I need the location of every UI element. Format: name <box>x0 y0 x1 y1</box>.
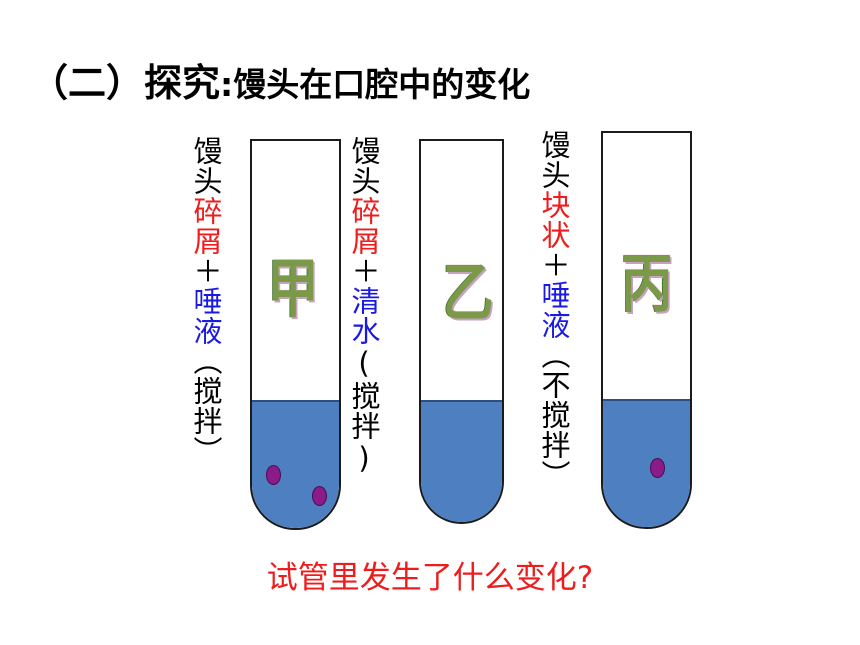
tube-3-particle <box>650 458 665 478</box>
tube-2-label-form: 碎屑 <box>347 196 381 256</box>
title-main: （二）探究 <box>30 61 221 105</box>
tube-1-label-form: 碎屑 <box>189 196 223 256</box>
tube-2-label: 馒头碎屑＋清水(搅拌) <box>347 136 381 476</box>
test-tube-1 <box>250 139 341 530</box>
page-title: （二）探究:馒头在口腔中的变化 <box>30 58 530 108</box>
tube-1-tag: 甲 <box>267 252 319 327</box>
tube-1-label-plus: ＋ <box>189 256 223 286</box>
tube-3-label-form: 块状 <box>537 190 571 250</box>
tube-1-label: 馒头碎屑＋唾液（搅拌） <box>189 136 223 466</box>
tube-1-label-food: 馒头 <box>189 136 223 196</box>
tube-2-label-plus: ＋ <box>347 256 381 286</box>
tube-3-liquid <box>603 399 690 527</box>
test-tube-3 <box>601 131 692 529</box>
question-text: 试管里发生了什么变化? <box>266 560 594 596</box>
tube-1-particle <box>312 486 327 506</box>
tube-1-liquid <box>252 400 339 528</box>
tube-2-label-condition: (搅拌) <box>347 346 381 476</box>
tube-2-label-food: 馒头 <box>347 136 381 196</box>
tube-2-tag: 乙 <box>442 256 494 331</box>
tube-1-particle <box>266 465 281 485</box>
tube-2-liquid <box>421 400 502 522</box>
tube-3-label-plus: ＋ <box>537 250 571 280</box>
tube-3-label-food: 馒头 <box>537 130 571 190</box>
tube-3-tag: 丙 <box>621 247 673 322</box>
tube-3-label: 馒头块状＋唾液（不搅拌） <box>537 130 571 490</box>
test-tube-2 <box>419 139 504 524</box>
tube-1-label-condition: （搅拌） <box>189 346 223 466</box>
title-sub: :馒头在口腔中的变化 <box>220 65 531 104</box>
tube-3-label-liquid: 唾液 <box>537 280 571 340</box>
tube-2-label-liquid: 清水 <box>347 286 381 346</box>
tube-3-label-condition: （不搅拌） <box>537 340 571 490</box>
tube-1-label-liquid: 唾液 <box>189 286 223 346</box>
